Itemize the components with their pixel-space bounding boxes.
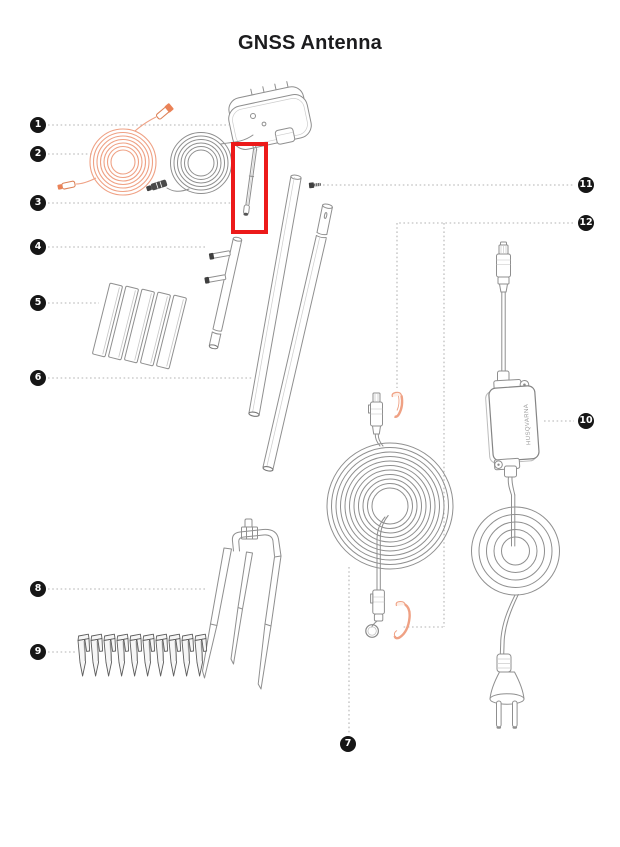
- callout-1[interactable]: 1: [30, 117, 46, 133]
- cable-connector-bottom: [365, 589, 385, 638]
- callout-5[interactable]: 5: [30, 295, 46, 311]
- callout-4[interactable]: 4: [30, 239, 46, 255]
- part-2-extension-cable: [57, 103, 174, 196]
- orange-connector-end: [57, 180, 76, 190]
- rj-connector: [496, 241, 511, 293]
- part-1-antenna-unit: [146, 81, 312, 194]
- callout-7[interactable]: 7: [340, 736, 356, 752]
- part-7-cable-coil: [326, 392, 454, 638]
- orange-connector-top: [155, 103, 174, 120]
- part-10-power-supply: HUSQVARNA: [471, 241, 560, 729]
- part-3-mounting-rod: [243, 142, 258, 216]
- antenna-cable-connector: [146, 179, 168, 192]
- leader-lines: [48, 124, 574, 733]
- callout-6[interactable]: 6: [30, 370, 46, 386]
- locking-pin: [208, 250, 231, 260]
- dome-ribs: [250, 81, 289, 96]
- callout-9[interactable]: 9: [30, 644, 46, 660]
- brand-label: HUSQVARNA: [524, 404, 533, 445]
- callout-2[interactable]: 2: [30, 146, 46, 162]
- callout-8[interactable]: 8: [30, 581, 46, 597]
- highlight-box: [231, 142, 268, 234]
- callout-12[interactable]: 12: [578, 215, 594, 231]
- dome-connector-pod: [274, 127, 296, 145]
- page-title: GNSS Antenna: [238, 32, 382, 54]
- mains-plug: [489, 653, 525, 729]
- part-12-protection-caps: [391, 391, 411, 640]
- part-9-pegs: [77, 633, 208, 677]
- locking-pin: [204, 274, 227, 284]
- callout-3[interactable]: 3: [30, 195, 46, 211]
- cable-connector-top: [368, 392, 384, 447]
- part-4-pole-section: [204, 236, 243, 350]
- part-5-fastening-strips: [91, 282, 188, 370]
- power-supply-box: HUSQVARNA: [485, 385, 540, 464]
- part-6-pole-tubes: [248, 174, 333, 472]
- callout-11[interactable]: 11: [578, 177, 594, 193]
- part-8-ground-stake: [202, 518, 282, 690]
- part-11-screw: [308, 182, 322, 189]
- callout-10[interactable]: 10: [578, 413, 594, 429]
